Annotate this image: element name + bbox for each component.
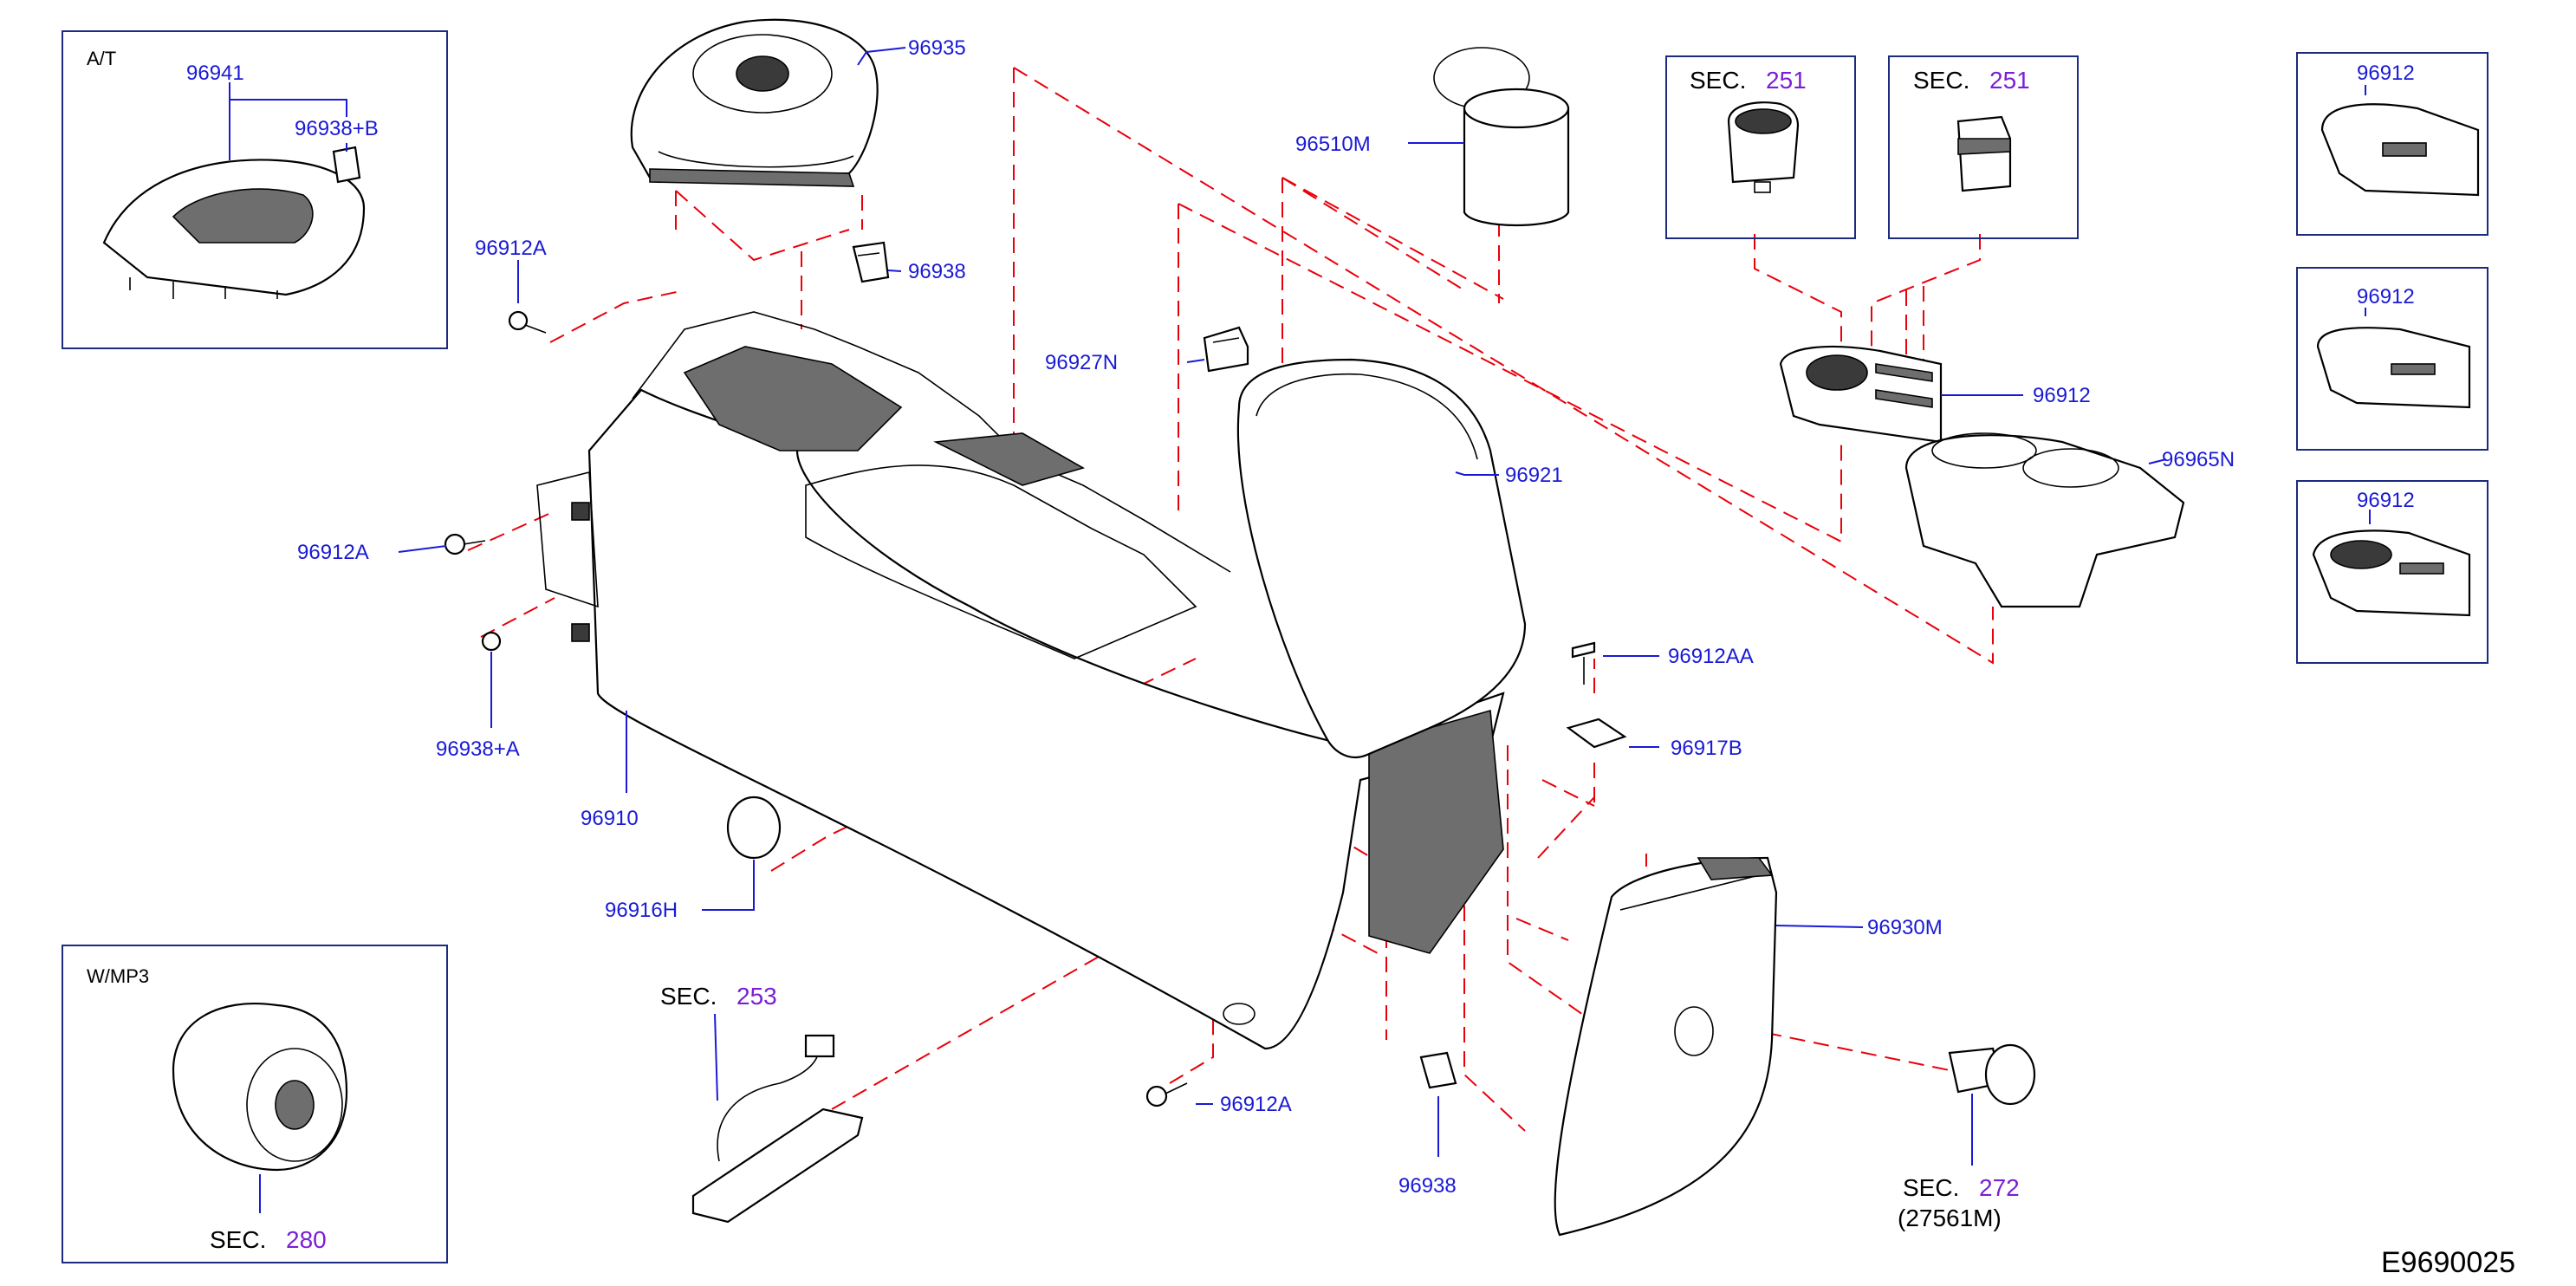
- sec-word: SEC.: [1903, 1174, 1959, 1201]
- assembly-dashed-lines: [467, 67, 1994, 1132]
- box-sec251-left: [1665, 55, 1856, 239]
- part-96510m-cup: [1433, 47, 1570, 227]
- part-96965n-cup-holder: [1904, 432, 2185, 608]
- box-mp3: [62, 945, 448, 1263]
- sec-251-right: SEC. 251: [1913, 67, 2030, 94]
- sec-number-280: 280: [286, 1226, 327, 1253]
- label-96921: 96921: [1505, 464, 1563, 487]
- part-96941-finisher: [102, 159, 366, 299]
- sec-253: SEC. 253: [660, 983, 777, 1010]
- label-96912a-left: 96912A: [297, 541, 369, 564]
- box-at: [62, 30, 448, 349]
- sec-word: SEC.: [660, 983, 717, 1010]
- box-96912-mid: [2296, 267, 2488, 451]
- label-96938-top: 96938: [908, 260, 966, 283]
- box-96912-bottom: [2296, 480, 2488, 664]
- box-96912-top: [2296, 52, 2488, 236]
- part-96921-armrest: [1236, 358, 1527, 758]
- leader-lines: [229, 47, 2371, 1213]
- box-sec251-right: [1888, 55, 2079, 239]
- sec-word: SEC.: [1913, 67, 1969, 94]
- label-96912-box1: 96912: [2357, 62, 2415, 85]
- label-96912-box2: 96912: [2357, 285, 2415, 309]
- label-96910: 96910: [581, 807, 639, 830]
- box-label-at: A/T: [87, 48, 116, 69]
- label-96938a: 96938+A: [436, 737, 520, 761]
- sec-word: SEC.: [210, 1226, 266, 1253]
- sec-272: SEC. 272 (27561M): [1898, 1174, 2020, 1231]
- label-96938b: 96938+B: [295, 117, 379, 140]
- sec-272-part-number: (27561M): [1898, 1205, 2002, 1231]
- sec-word: SEC.: [1690, 67, 1746, 94]
- label-96912a-top: 96912A: [475, 237, 547, 260]
- label-96935: 96935: [908, 36, 966, 60]
- sec-251-left: SEC. 251: [1690, 67, 1807, 94]
- part-sec251-switch: [1956, 115, 2012, 192]
- label-96912-center: 96912: [2033, 384, 2091, 407]
- label-96938-bottom: 96938: [1398, 1174, 1457, 1198]
- label-96912aa: 96912AA: [1668, 645, 1754, 668]
- label-96927n: 96927N: [1045, 351, 1118, 374]
- part-96927n-clip: [1203, 326, 1249, 373]
- label-96912a-bottom: 96912A: [1220, 1093, 1292, 1116]
- diagram-code: E9690025: [2381, 1246, 2515, 1279]
- label-96510m: 96510M: [1295, 133, 1371, 156]
- sec-number-272: 272: [1979, 1174, 2020, 1201]
- part-96917b-nut: [1566, 718, 1627, 749]
- label-96912-box3: 96912: [2357, 489, 2415, 512]
- sec-number-253: 253: [736, 983, 777, 1010]
- label-96917b: 96917B: [1671, 737, 1742, 760]
- part-96912a-screws: [444, 310, 1596, 1107]
- part-96912-center-switch-plate: [1779, 345, 1943, 444]
- part-96935-shift-boot: [630, 18, 879, 187]
- sec-number-251a: 251: [1766, 67, 1807, 94]
- part-sec272-socket: [1948, 1043, 2036, 1106]
- part-sec253-harness: [691, 1034, 864, 1224]
- part-96938-clip-top: [852, 241, 890, 283]
- part-sec280-mp3-socket: [172, 1003, 348, 1172]
- label-96941: 96941: [186, 62, 244, 85]
- label-96965n: 96965N: [2162, 448, 2235, 471]
- label-96916h: 96916H: [605, 899, 678, 922]
- part-96938b-clip: [332, 146, 361, 184]
- part-96938-clip-bottom: [1419, 1051, 1457, 1089]
- part-sec251-knob: [1727, 101, 1800, 193]
- part-96930m-cover: [1554, 856, 1778, 1237]
- part-96912-box-plates: [2312, 103, 2480, 617]
- part-96916h-cap: [726, 796, 782, 860]
- sec-number-251b: 251: [1989, 67, 2030, 94]
- part-96910-console: [536, 311, 1505, 1050]
- label-96930m: 96930M: [1867, 916, 1943, 939]
- sec-280: SEC. 280: [210, 1226, 327, 1253]
- box-label-mp3: W/MP3: [87, 965, 149, 987]
